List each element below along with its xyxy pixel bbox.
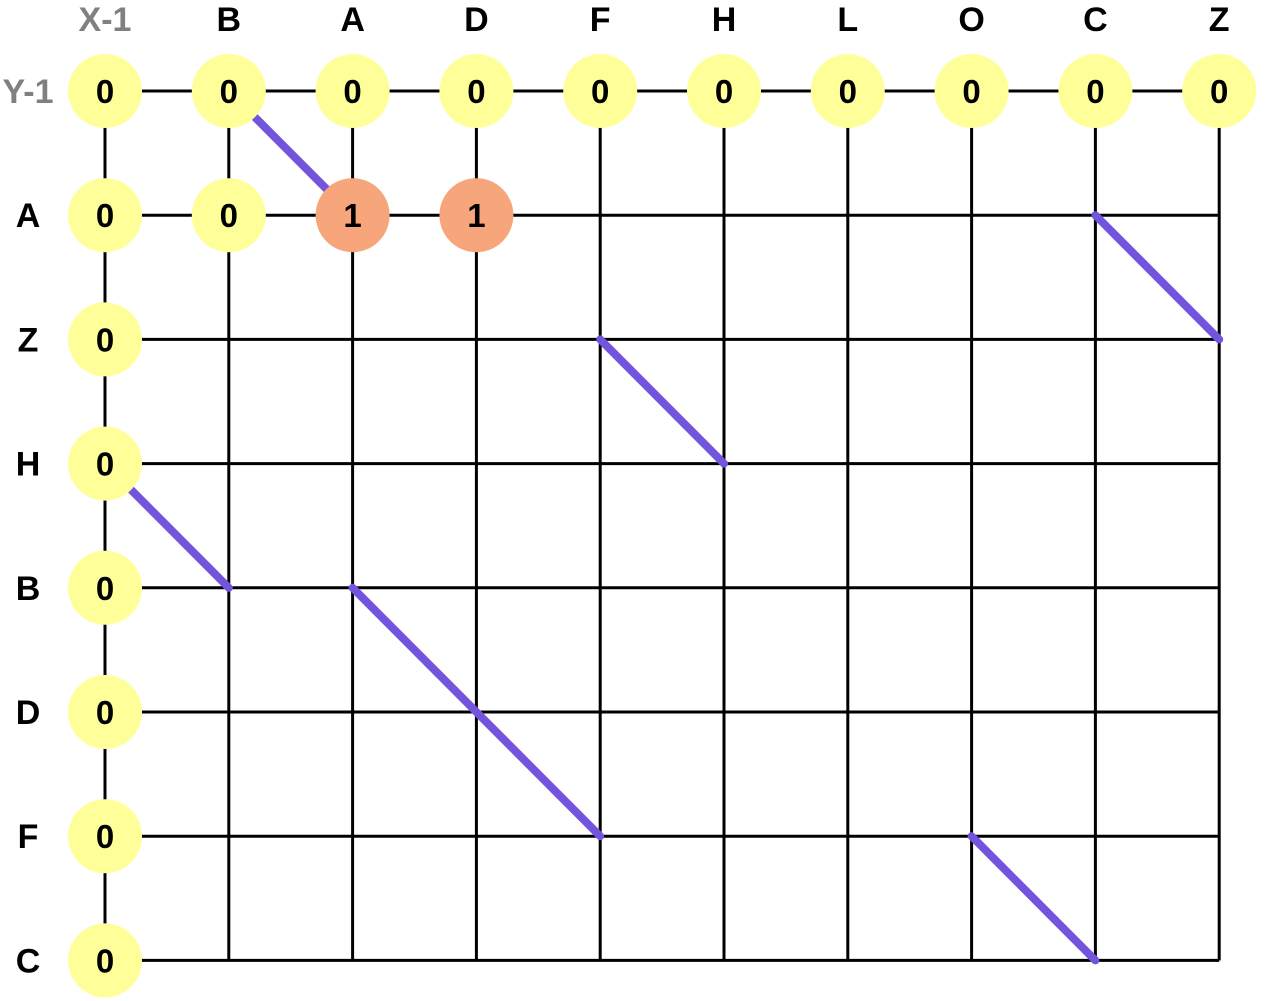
cell-circle [191, 178, 266, 253]
column-label: Z [1209, 1, 1230, 39]
cell-circle [68, 923, 142, 998]
cell-circle [68, 178, 142, 253]
column-label: B [217, 1, 242, 39]
cell-circle [68, 550, 142, 625]
match-diagonal [348, 583, 605, 841]
cell-circle [934, 54, 1009, 128]
column-label: A [340, 1, 365, 39]
column-label: C [1083, 1, 1108, 39]
cell-value: 0 [467, 73, 485, 110]
cell-circle [1182, 54, 1257, 128]
cell-value: 0 [96, 818, 114, 855]
column-label: F [590, 1, 611, 39]
row-label: Z [18, 321, 39, 359]
cell-value: 0 [96, 446, 114, 483]
cell-circle [810, 54, 885, 128]
column-label: D [464, 1, 489, 39]
cell-value: 0 [96, 321, 114, 358]
match-diagonal [596, 335, 728, 468]
cell-value: 0 [96, 694, 114, 731]
row-label: B [16, 570, 41, 608]
row-label: F [18, 818, 39, 856]
cell-circle [68, 54, 142, 128]
column-label: O [958, 1, 984, 39]
cell-circle [68, 799, 142, 874]
cell-circle [68, 426, 142, 501]
row-label: C [16, 942, 41, 980]
cell-value: 0 [962, 73, 980, 110]
cell-value: 0 [220, 73, 238, 110]
cell-value: 1 [343, 197, 361, 234]
cell-value: 0 [220, 197, 238, 234]
cell-circle [439, 178, 514, 253]
cell-value: 0 [715, 73, 733, 110]
cell-value: 0 [839, 73, 857, 110]
row-label: Y-1 [2, 73, 53, 111]
cell-circle [315, 178, 390, 253]
cell-value: 0 [591, 73, 609, 110]
row-label: A [16, 197, 41, 235]
cell-circle [1058, 54, 1133, 128]
row-label: D [16, 694, 41, 732]
cell-value: 0 [1210, 73, 1228, 110]
column-label: L [837, 1, 858, 39]
cell-value: 0 [96, 570, 114, 607]
cell-value: 0 [1086, 73, 1104, 110]
match-diagonal [1091, 211, 1224, 344]
cell-circle [68, 302, 142, 377]
cell-value: 1 [467, 197, 485, 234]
cell-value: 0 [96, 942, 114, 979]
column-label: H [712, 1, 737, 39]
cell-circle [563, 54, 638, 128]
cell-circle [439, 54, 514, 128]
row-label: H [16, 446, 41, 484]
cell-value: 0 [96, 197, 114, 234]
cell-value: 0 [343, 73, 361, 110]
cell-circle [687, 54, 761, 128]
cell-circle [191, 54, 266, 128]
match-diagonal [967, 832, 1100, 965]
cell-circle [68, 675, 142, 749]
cell-value: 0 [96, 73, 114, 110]
column-label: X-1 [79, 1, 132, 39]
cell-circle [315, 54, 390, 128]
